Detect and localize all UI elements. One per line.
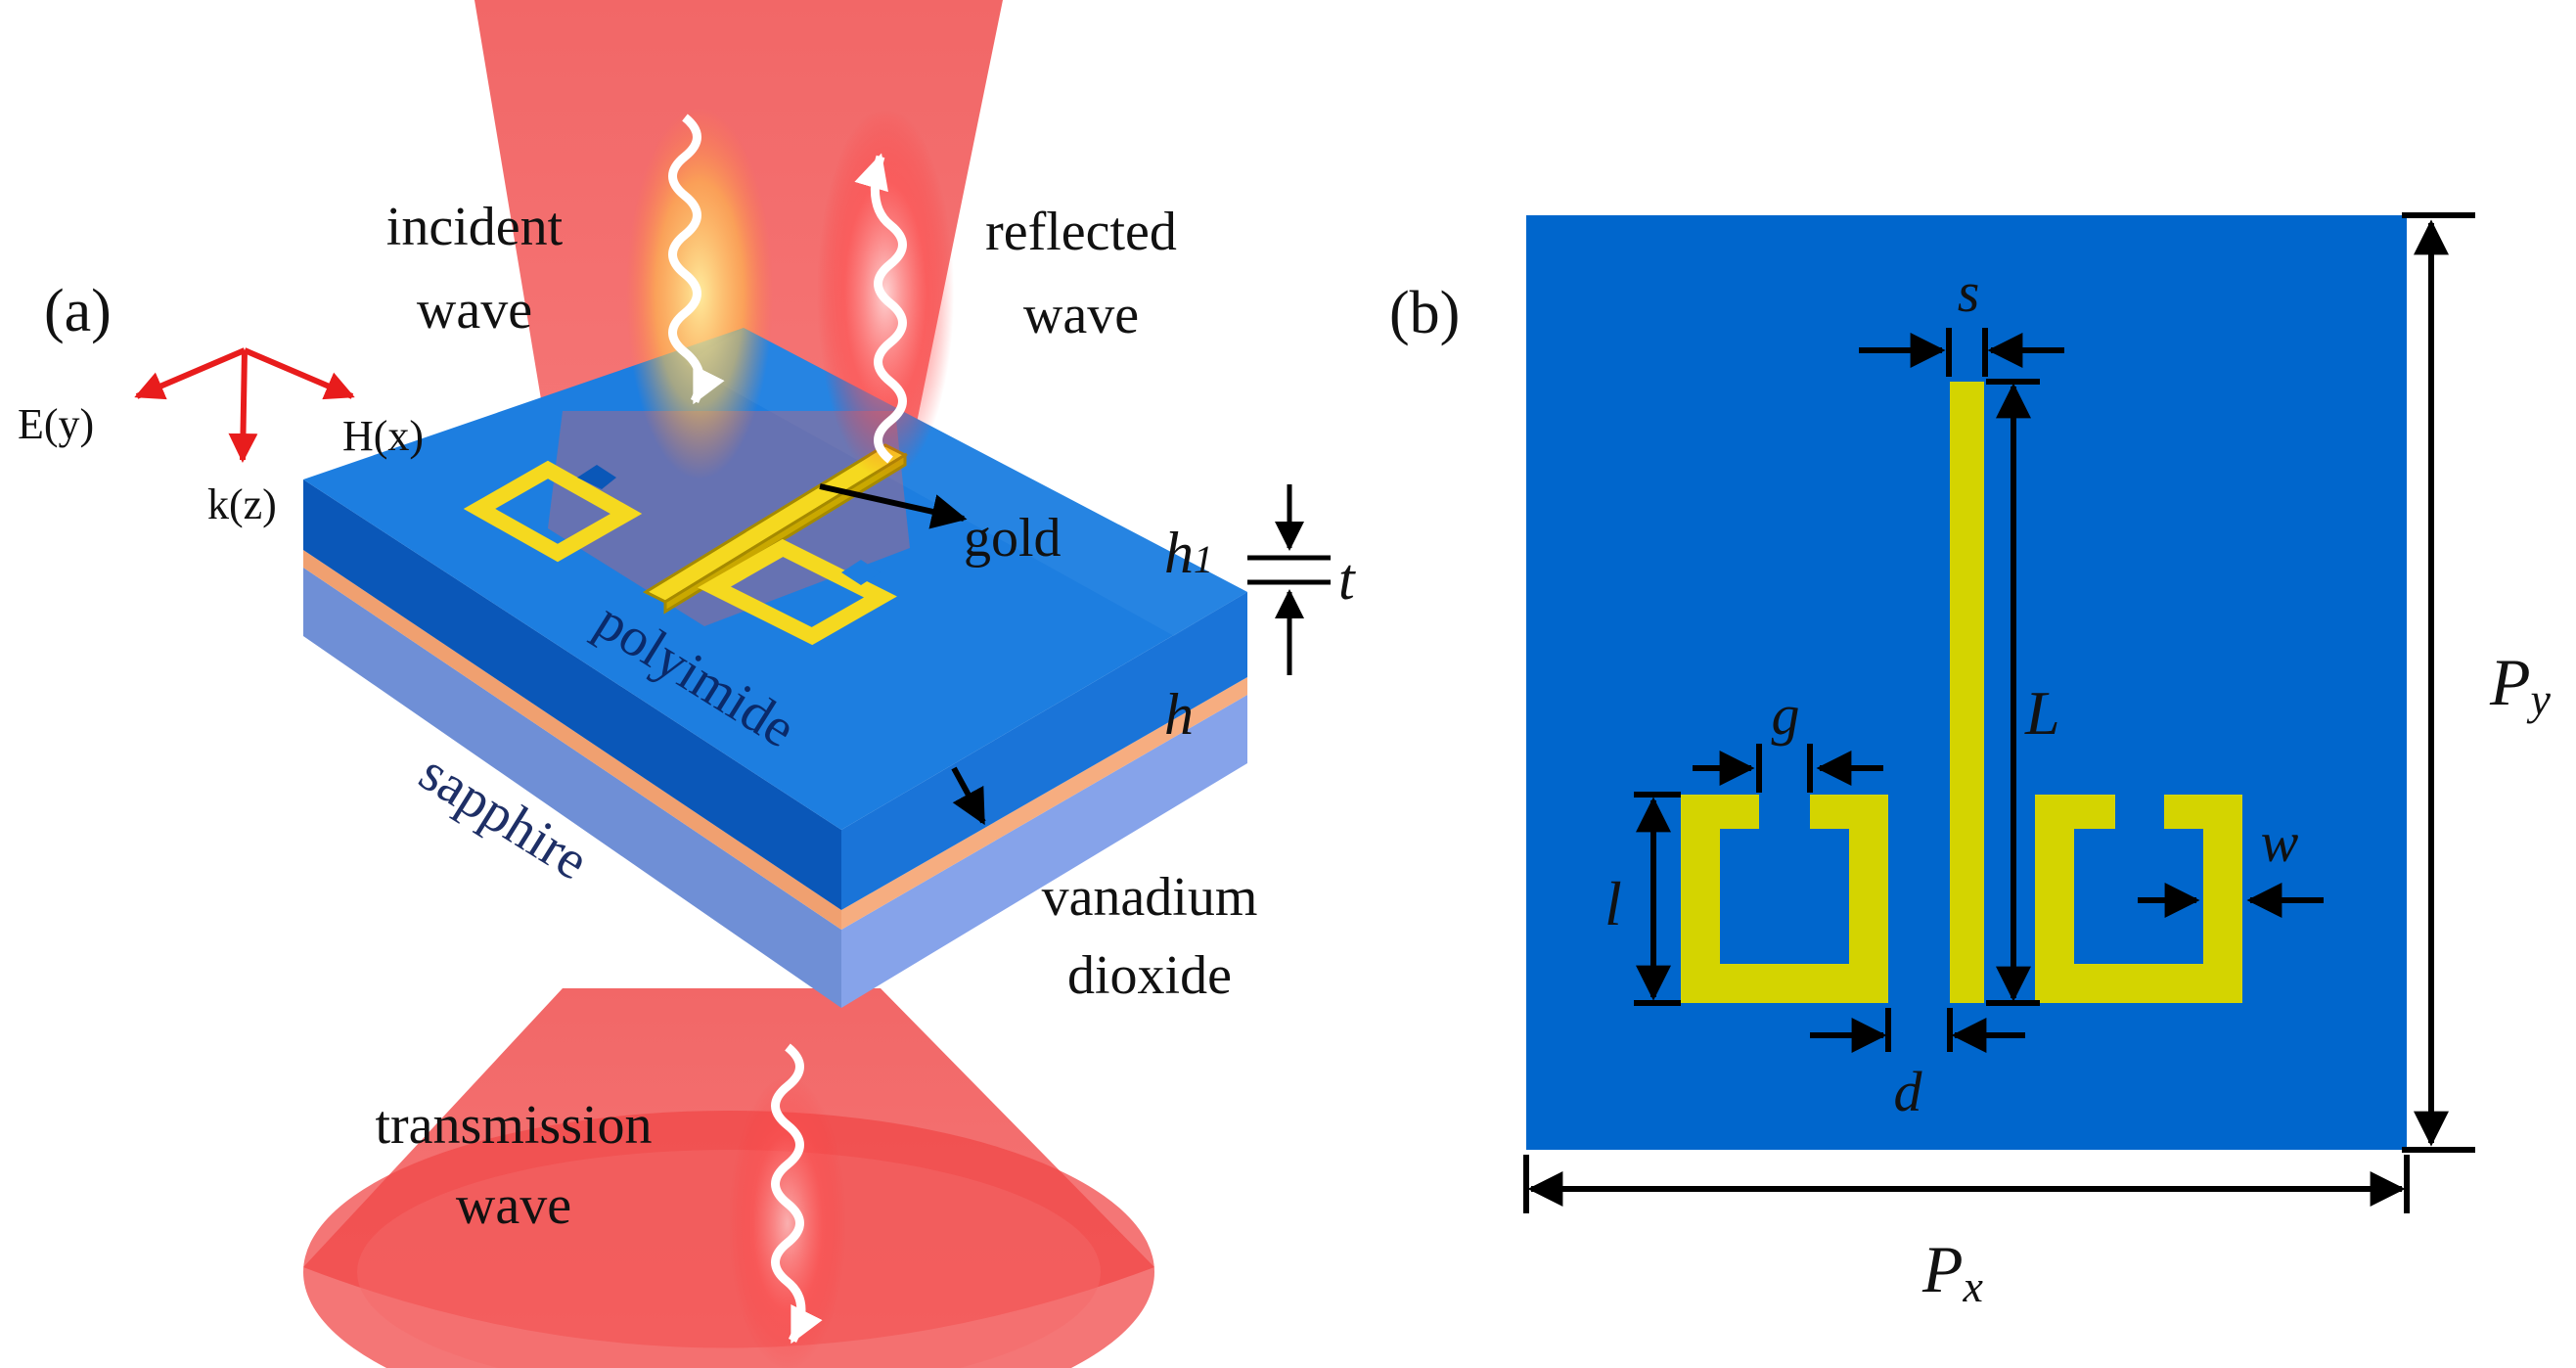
w-label: w <box>2261 810 2299 874</box>
t-label: t <box>1338 547 1356 612</box>
axis-h-label: H(x) <box>342 412 424 460</box>
transmission-label-line1: transmission <box>375 1095 652 1156</box>
gold-resonator <box>463 443 909 646</box>
panel-a-label: (a) <box>44 278 112 344</box>
axis-k-label: k(z) <box>207 480 277 528</box>
vanadium-label-line1: vanadium <box>1042 867 1258 928</box>
transmission-beam <box>303 988 1154 1368</box>
left-split-ring <box>1681 795 1888 1003</box>
polyimide-layer <box>303 328 1247 910</box>
right-split-ring <box>2035 795 2242 1003</box>
reflected-wave-icon <box>817 108 954 479</box>
gold-label: gold <box>964 508 1062 569</box>
sapphire-layer <box>303 568 1247 1008</box>
polarization-axes <box>134 347 355 463</box>
center-bar <box>1950 382 1984 1003</box>
g-label: g <box>1772 683 1800 747</box>
panel-a: (a) incident wave reflected wave transmi… <box>18 0 1356 1368</box>
dimension-lines <box>1523 212 2475 1213</box>
panel-b: (b) <box>1389 212 2552 1311</box>
incident-label-line1: incident <box>386 197 564 257</box>
reflected-label-line1: reflected <box>985 202 1177 262</box>
incident-wave-icon <box>626 108 773 479</box>
px-label: Px <box>1921 1232 1984 1311</box>
s-label: s <box>1958 260 1980 324</box>
L-label: L <box>2024 678 2060 748</box>
reflected-label-line2: wave <box>1023 285 1139 345</box>
d-label: d <box>1894 1060 1923 1123</box>
incident-label-line2: wave <box>417 280 532 341</box>
thickness-indicator <box>1247 484 1331 675</box>
h-label: h <box>1164 682 1194 747</box>
l-label: l <box>1604 869 1622 938</box>
panel-b-label: (b) <box>1389 280 1460 346</box>
gold-pointer-arrow <box>819 483 968 529</box>
vanadium-label-line2: dioxide <box>1067 945 1232 1006</box>
h1-label: h1 <box>1164 521 1213 585</box>
transmission-wave-icon <box>729 1043 846 1368</box>
vanadium-dioxide-layer <box>303 550 1247 930</box>
vanadium-pointer-arrow <box>951 766 986 826</box>
axis-e-label: E(y) <box>18 400 94 448</box>
py-label: Py <box>2489 645 2552 724</box>
transmission-label-line2: wave <box>456 1175 571 1236</box>
